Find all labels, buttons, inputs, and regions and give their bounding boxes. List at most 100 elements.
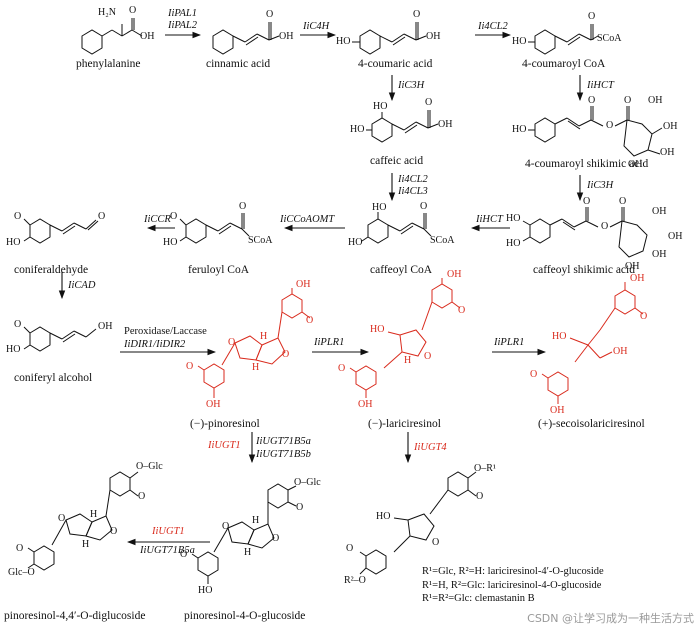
structure-caffeoyl-shikimic	[522, 207, 648, 258]
atom-o-cs3: O	[624, 95, 632, 106]
label-secoisolariciresinol: (+)-secoisolariciresinol	[538, 418, 645, 430]
enzyme-pal1: IiPAL1	[168, 8, 197, 19]
atom-oh-kss2: OH	[668, 231, 683, 242]
enzyme-c4h: IiC4H	[303, 21, 330, 32]
atom-oh-pin1: OH	[296, 279, 311, 290]
atom-o-lg3: O	[346, 543, 354, 554]
atom-h-pin2: H	[252, 362, 260, 373]
enzyme-c3h-a: IiC3H	[398, 80, 425, 91]
label-cinnamic-acid: cinnamic acid	[206, 58, 271, 70]
atom-oh-kss1: OH	[652, 206, 667, 217]
atom-oh-pin2: OH	[206, 399, 221, 410]
atom-scoa-ccoa: SCoA	[597, 33, 622, 44]
atom-o-cin: O	[266, 9, 274, 20]
atom-ho-ccoa: HO	[512, 36, 527, 47]
atom-ho-cald: HO	[6, 237, 21, 248]
structure-4-coumaroyl-shikimic	[528, 106, 663, 157]
atom-h-dg2: H	[82, 539, 90, 550]
atom-o-lar1: O	[458, 305, 466, 316]
enzyme-ugt1-b: IiUGT1	[152, 526, 185, 537]
enzyme-ugt71b5a-b: IiUGT71B5a	[140, 545, 195, 556]
atom-o-lar2: O	[424, 351, 432, 362]
atom-o-p4g3: O	[272, 533, 280, 544]
structure-coniferaldehyde	[23, 218, 99, 244]
label-pinoresinol-4-glucoside: pinoresinol-4-O-glucoside	[184, 610, 306, 622]
atom-o-seco1: O	[640, 311, 648, 322]
atom-ho-kss2: HO	[506, 238, 521, 249]
enzyme-peroxidase: Peroxidase/Laccase	[124, 326, 207, 337]
product-legend: R¹=Glc, R²=H: lariciresinol-4′-O-glucosi…	[422, 565, 604, 606]
label-4-coumaroyl-shikimic-acid: 4-coumaroyl shikimic acid	[525, 158, 649, 170]
label-caffeoyl-coa: caffeoyl CoA	[370, 264, 433, 276]
enzyme-ugt71b5a-a: IiUGT71B5a	[256, 436, 311, 447]
atom-h-lar: H	[404, 355, 412, 366]
structure-lariciresinol-glucosides	[359, 471, 477, 575]
atom-o-ccoa: O	[588, 11, 596, 22]
atom-o-pin1: O	[306, 315, 314, 326]
atom-o-lg2: O	[432, 537, 440, 548]
atom-scoa-fer: SCoA	[248, 235, 273, 246]
atom-ho-cs: HO	[512, 124, 527, 135]
atom-or1-lg: O–R¹	[474, 463, 496, 474]
atom-o-kss2: O	[601, 221, 609, 232]
atom-o-dg1: O	[138, 491, 146, 502]
label-coniferaldehyde: coniferaldehyde	[14, 264, 89, 276]
structure-cinnamic-acid	[212, 22, 280, 55]
atom-ho-p4g: HO	[198, 585, 213, 596]
enzyme-ugt4: IiUGT4	[414, 442, 447, 453]
structure-secoisolariciresinol	[541, 282, 644, 404]
atom-oh-cs4: OH	[628, 159, 643, 170]
enzyme-4cl2: Ii4CL2	[478, 21, 508, 32]
atom-ho-cfc1: HO	[372, 202, 387, 213]
atom-oh-lar1: OH	[447, 269, 462, 280]
atom-r2o-lg: R²–O	[344, 575, 366, 586]
glucoside-structures	[27, 471, 477, 584]
product-legend-line1: R¹=Glc, R²=H: lariciresinol-4′-O-glucosi…	[422, 566, 604, 577]
atom-o-seco2: O	[530, 369, 538, 380]
atom-scoa-cfc: SCoA	[430, 235, 455, 246]
product-legend-line3: R¹=R²=Glc: clemastanin B	[422, 593, 535, 605]
enzyme-ccr: IiCCR	[144, 214, 171, 225]
label-lariciresinol: (−)-lariciresinol	[368, 418, 441, 430]
atom-oglc-p4g: O–Glc	[294, 477, 321, 488]
enzyme-plr1-a: IiPLR1	[314, 337, 345, 348]
atom-ho-seco: HO	[552, 331, 567, 342]
atom-ho-cou: HO	[336, 36, 351, 47]
enzyme-c3h-b: IiC3H	[587, 180, 614, 191]
atom-o-cald2: O	[98, 211, 106, 222]
label-feruloyl-coa: feruloyl CoA	[188, 264, 250, 276]
atom-o-p4g1: O	[296, 502, 304, 513]
atom-ho-lar: HO	[370, 324, 385, 335]
atom-o-dg2: O	[58, 513, 66, 524]
reaction-arrows	[58, 31, 584, 546]
label-4-coumaric-acid: 4-coumaric acid	[358, 58, 433, 70]
atom-o-cou: O	[413, 9, 421, 20]
atom-o-kss1: O	[583, 196, 591, 207]
atom-oh-caf: OH	[438, 119, 453, 130]
atom-ho-kss1: HO	[506, 213, 521, 224]
atom-ho-caf2: HO	[350, 124, 365, 135]
atom-glco-dg: Glc–O	[8, 567, 35, 578]
enzyme-ugt1-a: IiUGT1	[208, 440, 241, 451]
atom-oh-kss3: OH	[652, 249, 667, 260]
enzyme-hct-b: IiHCT	[476, 214, 503, 225]
atom-h-p4g1: H	[252, 515, 260, 526]
label-4-coumaroyl-coa: 4-coumaroyl CoA	[522, 58, 606, 70]
label-pinoresinol: (−)-pinoresinol	[190, 418, 260, 430]
enzyme-cad: IiCAD	[68, 280, 96, 291]
atom-o-caf: O	[425, 97, 433, 108]
label-caffeoyl-shikimic-acid: caffeoyl shikimic acid	[533, 264, 635, 276]
atom-ho-lg: HO	[376, 511, 391, 522]
atom-h2n: H₂N	[98, 7, 116, 18]
atom-o-cald1: O	[14, 211, 22, 222]
atom-o-fer2: O	[239, 201, 247, 212]
atom-ho-fer: HO	[163, 237, 178, 248]
product-legend-line2: R¹=H, R²=Glc: lariciresinol-4-O-glucosid…	[422, 579, 602, 591]
atom-ho-calc: HO	[6, 344, 21, 355]
atom-ho-cfc2: HO	[348, 237, 363, 248]
atom-o-cfc: O	[420, 201, 428, 212]
atom-oh-phe: OH	[140, 31, 155, 42]
atom-oh-calc: OH	[98, 321, 113, 332]
atom-o-fer1: O	[170, 211, 178, 222]
structure-coniferyl-alcohol	[23, 326, 97, 352]
